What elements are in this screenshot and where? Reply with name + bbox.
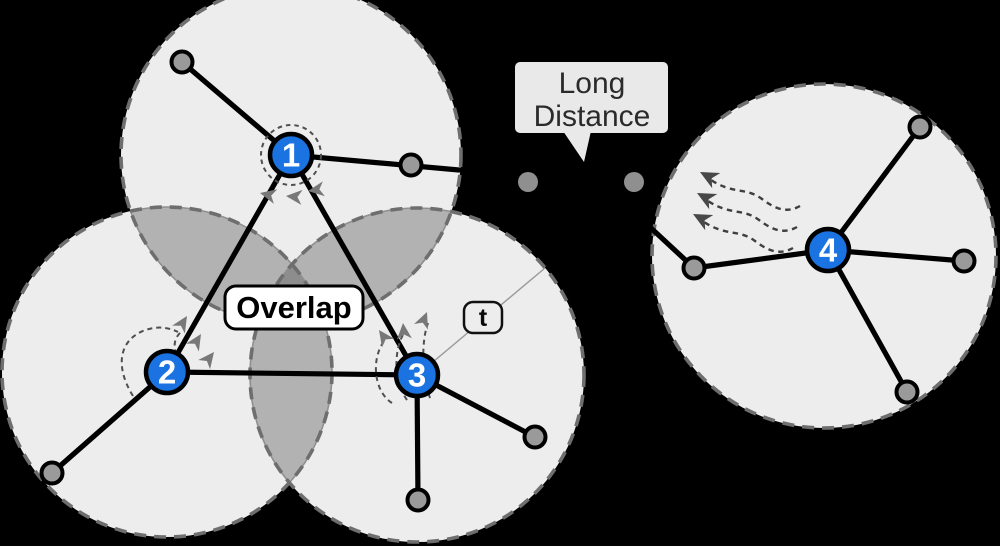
link-2-3 xyxy=(164,369,420,378)
peripheral-node xyxy=(39,460,65,486)
node-2-label: 2 xyxy=(158,354,176,391)
radius-label: t xyxy=(462,300,504,335)
squiggle xyxy=(705,175,801,211)
peripheral-node xyxy=(522,424,548,450)
peripheral-node xyxy=(907,114,933,140)
radius-label-text: t xyxy=(479,304,488,332)
node-2: 2 xyxy=(143,348,191,396)
interference-curve xyxy=(374,339,393,404)
interference-ring-1 xyxy=(260,124,322,186)
peripheral-nodes xyxy=(39,49,977,513)
long-distance-arrows xyxy=(688,164,801,253)
peripheral-node xyxy=(405,487,431,513)
callout-text-line2: Distance xyxy=(534,100,651,133)
link-2-c xyxy=(49,369,170,476)
link-4-f xyxy=(825,124,923,253)
interference-node-1 xyxy=(258,124,325,205)
main-nodes: 1 2 3 4 xyxy=(143,131,852,399)
link-4-i xyxy=(825,247,910,395)
long-distance-dot xyxy=(624,172,644,192)
interference-curve xyxy=(120,326,179,397)
peripheral-node xyxy=(398,152,424,178)
overlap-label-text: Overlap xyxy=(236,290,351,325)
peripheral-node xyxy=(894,379,920,405)
callout-text-line1: Long xyxy=(559,67,626,100)
range-border-4 xyxy=(650,82,998,430)
squiggle xyxy=(702,196,798,232)
link-1-a xyxy=(179,59,294,158)
long-distance-dot xyxy=(518,172,538,192)
node-4-label: 4 xyxy=(819,232,838,269)
squiggle xyxy=(698,217,794,253)
callout-tail xyxy=(563,131,591,162)
node-3-label: 3 xyxy=(408,357,426,394)
long-distance-callout: Long Distance xyxy=(515,62,668,162)
node-3: 3 xyxy=(393,351,441,399)
peripheral-node xyxy=(681,255,707,281)
link-1-b xyxy=(288,152,462,173)
node-4: 4 xyxy=(804,226,852,274)
long-distance-dots xyxy=(518,172,644,192)
node-1: 1 xyxy=(267,131,315,179)
callout-box xyxy=(515,62,668,133)
node-1-label: 1 xyxy=(282,137,300,174)
peripheral-node xyxy=(169,49,195,75)
links xyxy=(49,59,967,503)
peripheral-node xyxy=(951,248,977,274)
overlap-label: Overlap xyxy=(223,284,365,331)
